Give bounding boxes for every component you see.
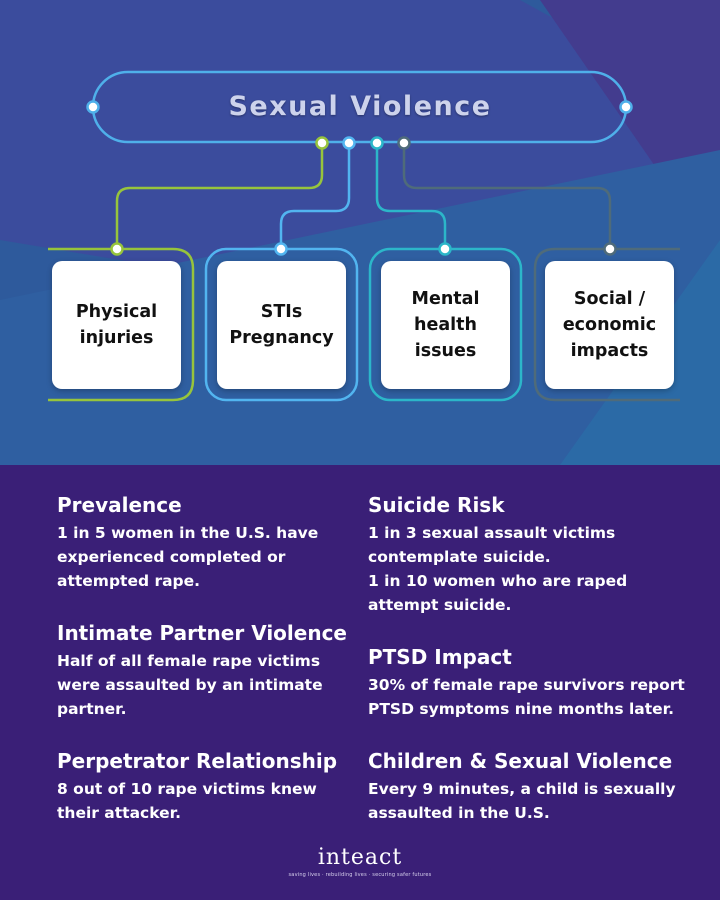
node-stis-bottom xyxy=(274,242,288,256)
box-label-physical: Physical injuries xyxy=(75,302,158,348)
connector-stis xyxy=(279,143,351,248)
fact-ptsd-impact: PTSD Impact 30% of female rape survivors… xyxy=(368,643,688,721)
fact-text: 8 out of 10 rape victims knew their atta… xyxy=(57,780,317,822)
frame-social xyxy=(533,247,680,402)
node-social-bottom xyxy=(603,242,617,256)
connector-social xyxy=(402,143,612,248)
node-stis-top xyxy=(342,136,356,150)
box-physical-injuries: Physical injuries xyxy=(52,261,181,389)
fact-text: Half of all female rape victims were ass… xyxy=(57,652,323,718)
fact-text: 1 in 3 sexual assault victims contemplat… xyxy=(368,524,628,614)
fact-prevalence: Prevalence 1 in 5 women in the U.S. have… xyxy=(57,491,377,593)
node-physical-top xyxy=(315,136,329,150)
diagram-section: Sexual Violence Physical injuries STIs P… xyxy=(0,0,720,465)
fact-suicide-risk: Suicide Risk 1 in 3 sexual assault victi… xyxy=(368,491,688,617)
fact-intimate-partner-violence: Intimate Partner Violence Half of all fe… xyxy=(57,619,377,721)
title-node-left xyxy=(86,100,100,114)
node-physical-bottom xyxy=(110,242,124,256)
bg-shape-lower xyxy=(0,150,720,465)
fact-heading: PTSD Impact xyxy=(368,645,512,669)
fact-text: 1 in 5 women in the U.S. have experience… xyxy=(57,524,319,590)
connector-physical xyxy=(115,143,324,248)
diagram-graphic xyxy=(0,0,720,465)
fact-heading: Intimate Partner Violence xyxy=(57,621,347,645)
box-social-economic: Social / economic impacts xyxy=(545,261,674,389)
fact-perpetrator-relationship: Perpetrator Relationship 8 out of 10 rap… xyxy=(57,747,377,825)
connector-mental xyxy=(375,143,447,248)
fact-children-sexual-violence: Children & Sexual Violence Every 9 minut… xyxy=(368,747,688,825)
fact-text: 30% of female rape survivors report PTSD… xyxy=(368,676,685,718)
box-label-mental: Mental health issues xyxy=(411,289,480,361)
title-node-right xyxy=(619,100,633,114)
logo: inteact saving lives · rebuilding lives … xyxy=(0,845,720,900)
frame-physical xyxy=(48,247,195,402)
box-stis-pregnancy: STIs Pregnancy xyxy=(217,261,346,389)
box-mental-health: Mental health issues xyxy=(381,261,510,389)
box-label-social: Social / economic impacts xyxy=(562,289,657,361)
facts-section: Prevalence 1 in 5 women in the U.S. have… xyxy=(0,465,720,845)
logo-tagline: saving lives · rebuilding lives · securi… xyxy=(288,872,432,878)
fact-heading: Children & Sexual Violence xyxy=(368,749,673,773)
fact-text: Every 9 minutes, a child is sexually ass… xyxy=(368,780,676,822)
node-mental-bottom xyxy=(438,242,452,256)
fact-heading: Suicide Risk xyxy=(368,493,505,517)
fact-heading: Perpetrator Relationship xyxy=(57,749,338,773)
node-mental-top xyxy=(370,136,384,150)
box-label-stis: STIs Pregnancy xyxy=(229,302,334,348)
logo-wordmark: inteact xyxy=(317,845,403,870)
node-social-top xyxy=(397,136,411,150)
diagram-title: Sexual Violence xyxy=(228,90,492,122)
fact-heading: Prevalence xyxy=(57,493,182,517)
